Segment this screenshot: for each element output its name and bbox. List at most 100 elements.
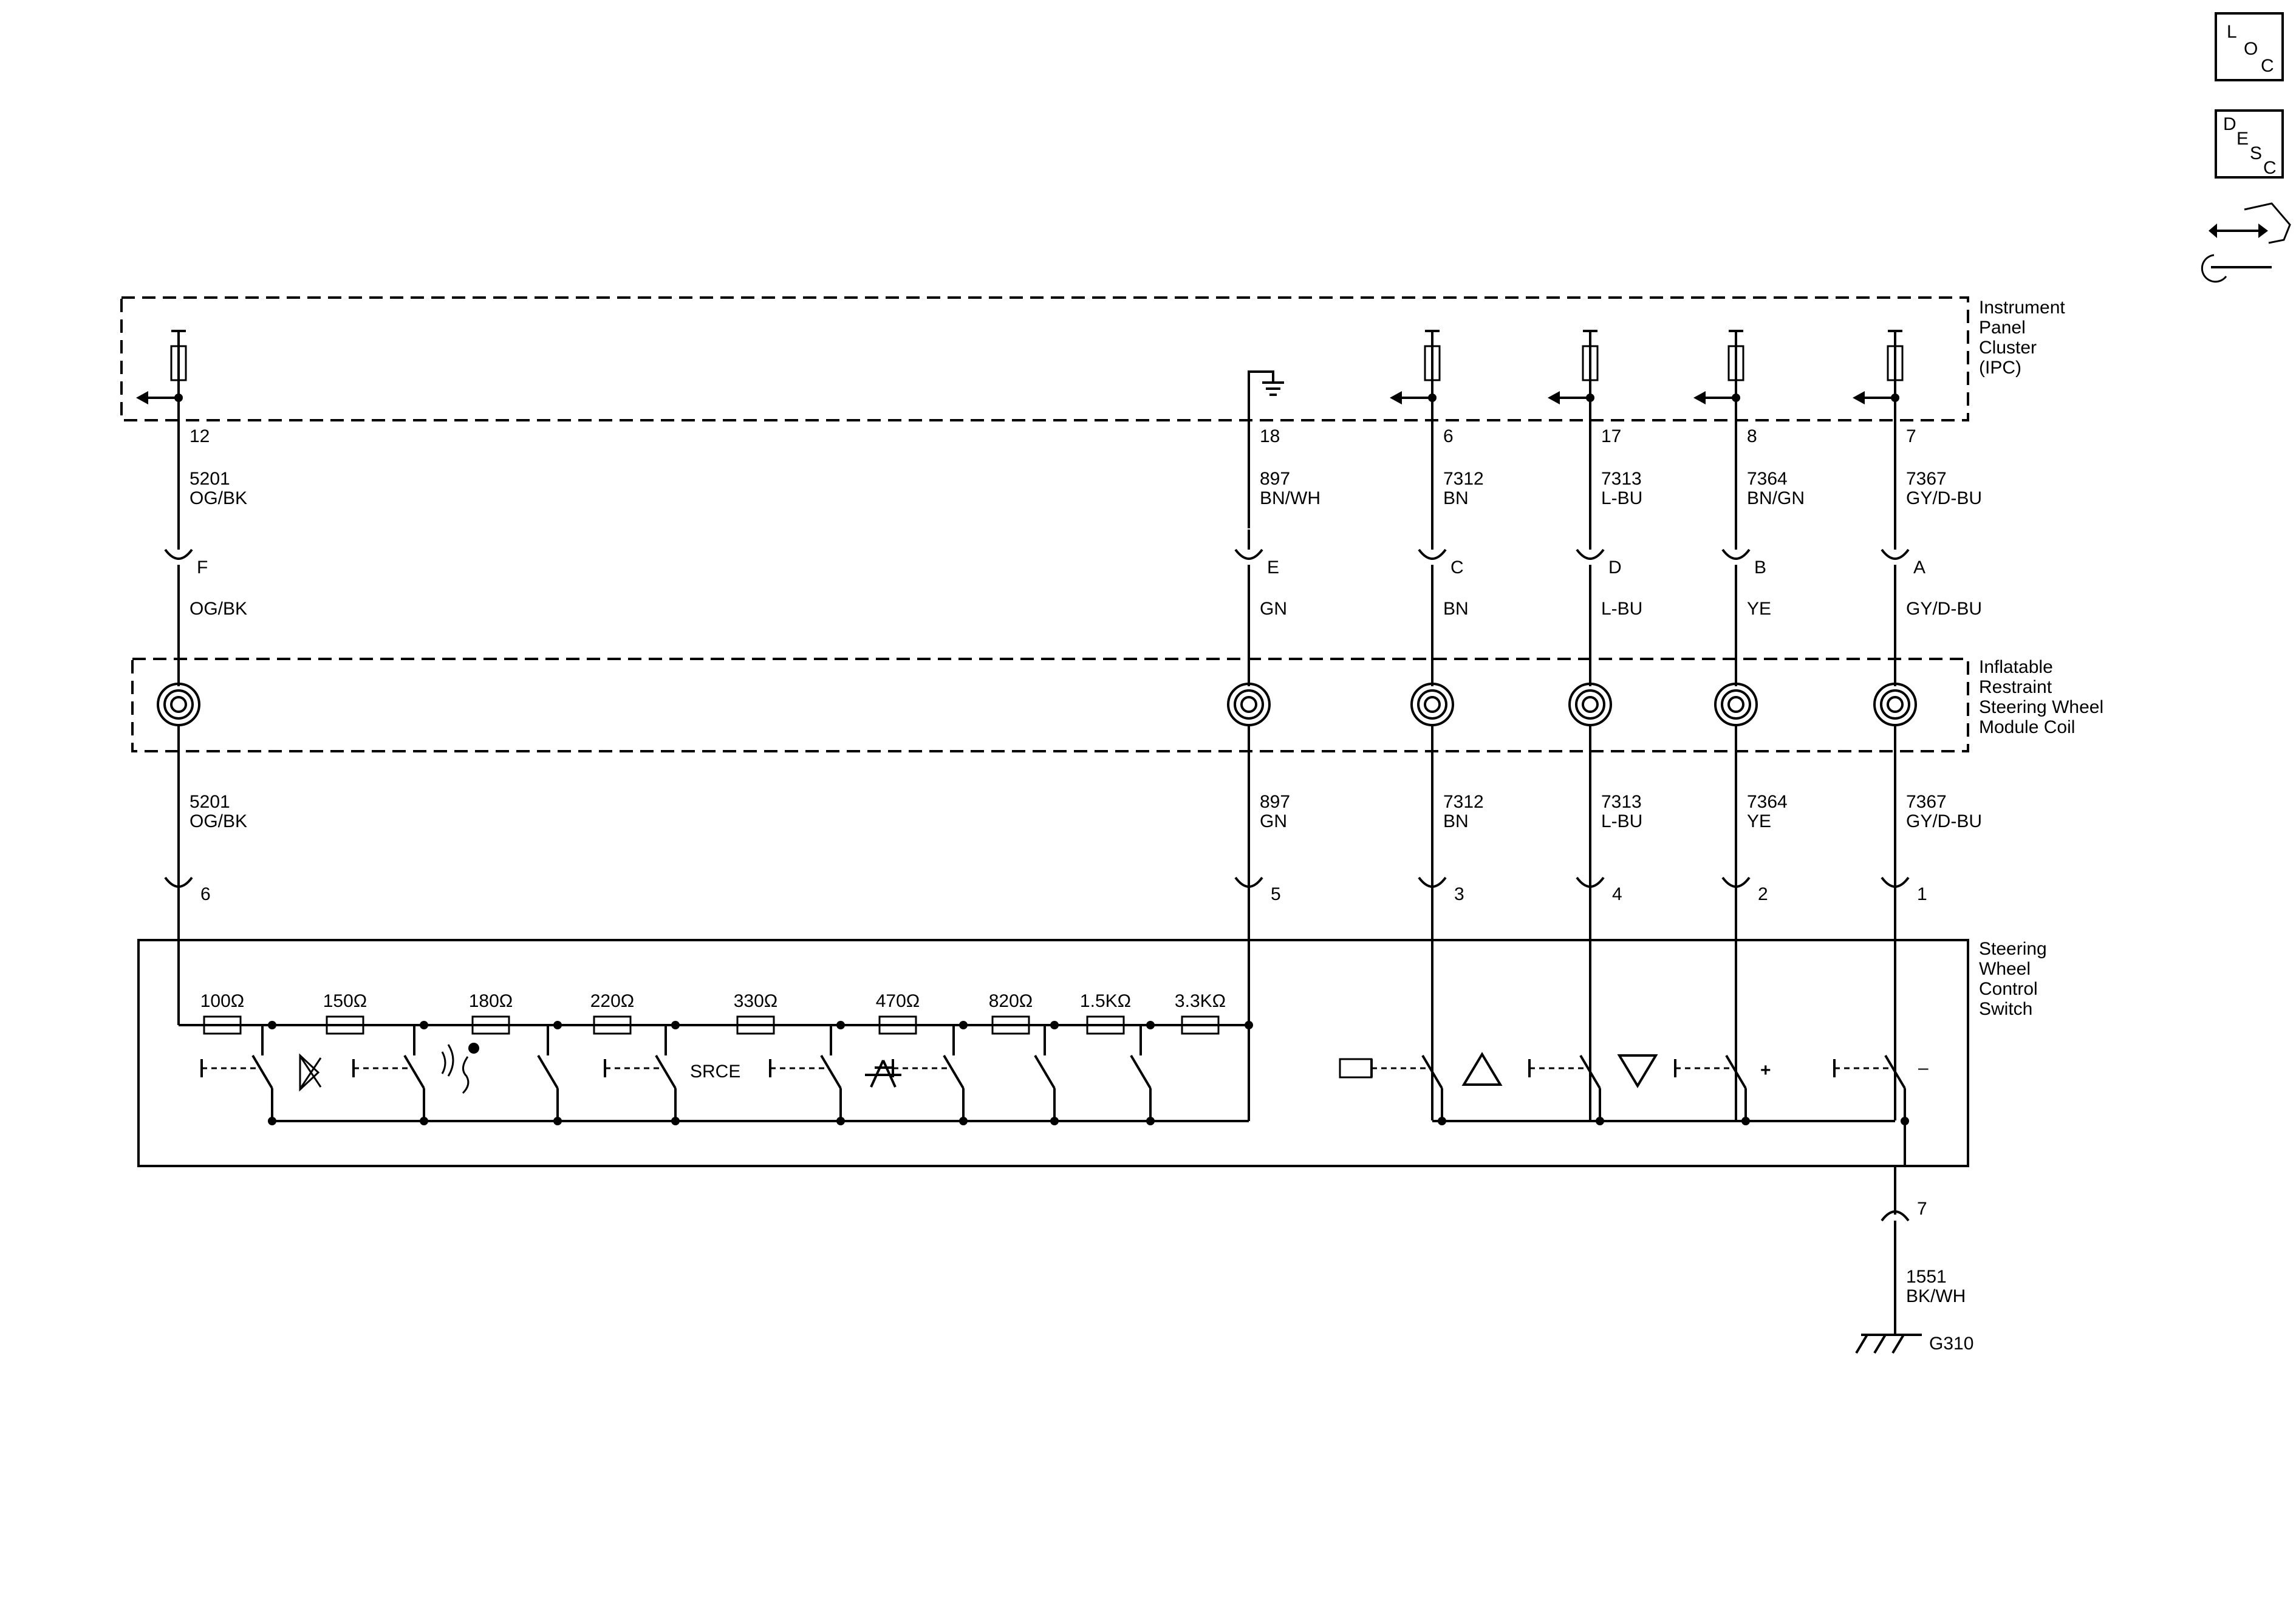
minus-label: –: [1918, 1058, 1929, 1078]
plus-switch-blade: [1725, 1054, 1747, 1089]
upper-circuit-number: 7313: [1601, 469, 1642, 489]
upper-circuit-number: 5201: [190, 469, 230, 489]
coil-box: [131, 658, 1969, 752]
ipc-label-line: Panel: [1979, 318, 2026, 338]
connector-icon: [1576, 876, 1605, 888]
connector-repair-button[interactable]: [2201, 202, 2291, 283]
pullup-resistor-icon: [1887, 345, 1904, 381]
upper-circuit-number: 7312: [1443, 469, 1484, 489]
coil-icon: [1234, 689, 1264, 720]
junction-dot: [1586, 394, 1594, 402]
inline-connector-pin: E: [1267, 557, 1279, 578]
coil-label-line: Inflatable: [1979, 657, 2053, 677]
loc-icon-letter-c: C: [2261, 56, 2274, 76]
junction-dot: [1596, 1117, 1604, 1125]
arrow-head-left-icon: [2209, 223, 2217, 238]
inline-connector-pin: B: [1754, 557, 1766, 578]
upper-wire-color: L-BU: [1601, 488, 1642, 508]
junction-dot: [836, 1021, 845, 1029]
switch-connector-pin: 4: [1612, 884, 1622, 904]
connector-icon: [1576, 548, 1605, 560]
mid-wire-color: BN: [1443, 599, 1469, 619]
resistor-value: 3.3KΩ: [1175, 991, 1226, 1011]
desc-icon-letter-s: S: [2250, 143, 2262, 163]
signal-arrow-icon: [1548, 391, 1560, 404]
resistor-icon: [1086, 1015, 1125, 1035]
ipc-ground-wire: [1248, 370, 1274, 528]
switch-label-line: Switch: [1979, 999, 2032, 1019]
junction-dot: [1732, 394, 1740, 402]
ground-circuit-number: 1551: [1906, 1267, 1947, 1287]
voice-head-icon: [468, 1043, 479, 1054]
up-arrow-icon: [1461, 1052, 1503, 1086]
lower-circuit-number: 7367: [1906, 792, 1947, 812]
resistor-icon: [471, 1015, 510, 1035]
coil-icon: [1424, 696, 1441, 713]
lower-wire-color: GY/D-BU: [1906, 811, 1982, 831]
resistor-icon: [326, 1015, 364, 1035]
phone-end-icon: [865, 1060, 901, 1088]
upper-wire-color: GY/D-BU: [1906, 488, 1982, 508]
desc-icon[interactable]: [2215, 109, 2284, 179]
plus-label: +: [1760, 1060, 1771, 1080]
pullup-resistor-icon: [170, 345, 187, 381]
connector-icon: [1881, 876, 1910, 888]
coil-icon: [1880, 689, 1910, 720]
menu-switch-blade: [1421, 1054, 1443, 1089]
sw3-blade: [537, 1054, 559, 1089]
sw8-blade: [1130, 1054, 1152, 1089]
pullup-resistor-icon: [1582, 345, 1599, 381]
loc-button[interactable]: LOC: [2215, 12, 2284, 81]
lower-circuit-number: 7364: [1747, 792, 1788, 812]
source-button-label: SRCE: [690, 1062, 740, 1082]
coil-label-line: Steering Wheel: [1979, 697, 2103, 717]
upper-wire-color: OG/BK: [190, 488, 247, 508]
diagram-content: LOCDESCInstrumentPanelCluster(IPC)Inflat…: [120, 12, 2291, 1354]
source-switch-blade: [655, 1054, 677, 1089]
ipc-pin: 18: [1260, 426, 1280, 446]
ipc-pin: 6: [1443, 426, 1454, 446]
ground-connector-pin: 7: [1917, 1199, 1927, 1219]
loc-icon[interactable]: [2215, 12, 2284, 81]
resistor-value: 470Ω: [876, 991, 920, 1011]
resistor-value: 820Ω: [989, 991, 1033, 1011]
next-switch-blade: [943, 1054, 965, 1089]
switch-connector-pin: 2: [1758, 884, 1768, 904]
ipc-label-line: Cluster: [1979, 338, 2037, 358]
switch-label-line: Wheel: [1979, 959, 2031, 979]
coil-label-line: Module Coil: [1979, 717, 2075, 737]
junction-dot: [1428, 394, 1437, 402]
mute-cross-icon: [300, 1057, 322, 1088]
coil-icon: [1417, 689, 1447, 720]
signal-arrow-icon: [1693, 391, 1706, 404]
arrow-head-right-icon: [2258, 223, 2268, 238]
chassis-ground-hatch-icon: [1891, 1334, 1905, 1354]
coil-icon: [170, 696, 187, 713]
mute-speaker-icon: [299, 1053, 320, 1092]
inline-connector-pin: A: [1913, 557, 1925, 578]
upper-wire-color: BN: [1443, 488, 1469, 508]
junction-dot: [671, 1021, 680, 1029]
chassis-ground-hatch-icon: [1855, 1334, 1868, 1354]
junction-dot: [1050, 1021, 1059, 1029]
mid-wire-color: GN: [1260, 599, 1287, 619]
coil-label-line: Restraint: [1979, 677, 2052, 697]
minus-switch-blade: [1884, 1054, 1906, 1089]
ipc-pin: 17: [1601, 426, 1621, 446]
wrench-head-icon: [2201, 254, 2227, 283]
ground-wire-color: BK/WH: [1906, 1286, 1966, 1306]
resistor-value: 100Ω: [200, 991, 244, 1011]
coil-icon: [1575, 689, 1605, 720]
ipc-label-line: Instrument: [1979, 298, 2065, 318]
junction-dot: [1741, 1117, 1750, 1125]
junction-dot: [553, 1021, 562, 1029]
connector-icon: [1234, 876, 1263, 888]
junction-dot: [959, 1021, 968, 1029]
lower-circuit-number: 7313: [1601, 792, 1642, 812]
